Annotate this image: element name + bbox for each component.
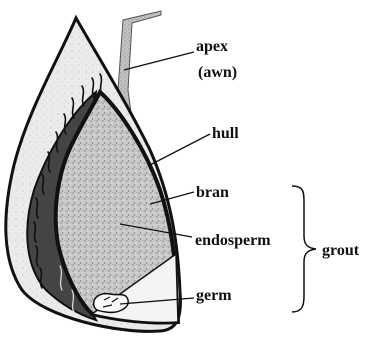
label-grout: grout [322,242,360,259]
hull-leader [148,134,210,166]
label-apex: apex [196,38,228,55]
label-hull: hull [212,125,239,142]
label-awn: (awn) [198,64,237,81]
germ-embryo [94,294,129,313]
label-endosperm: endosperm [195,232,271,249]
label-germ: germ [196,287,232,304]
label-bran: bran [196,184,229,201]
grout-brace [292,186,316,312]
apex-leader [124,52,194,70]
